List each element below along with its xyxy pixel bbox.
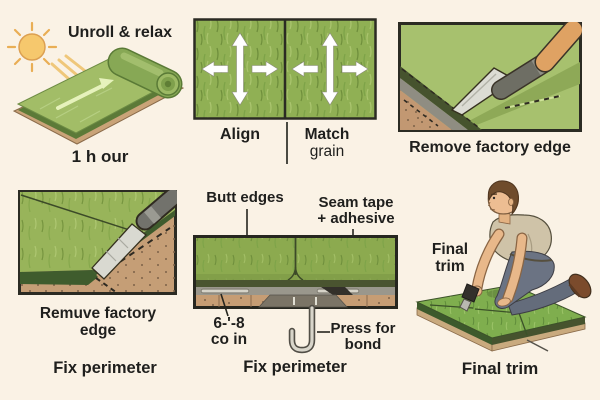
belt <box>509 253 553 262</box>
adhesive-mound <box>258 294 348 308</box>
pressing-hand <box>497 297 511 307</box>
soil-dots <box>405 101 431 128</box>
label-gap-line1: 6-'-8 <box>213 315 245 332</box>
label-seam-tape-line2: + adhesive <box>317 210 395 228</box>
label-final-line1: Final <box>431 241 469 258</box>
snap-blade-knife-icon <box>91 190 177 280</box>
pressing-arm <box>503 233 527 303</box>
remove-edge-bottom-illustration <box>18 190 177 295</box>
label-divider <box>286 122 288 164</box>
label-gap-distance: 6-'-8 co in <box>201 315 257 349</box>
ear <box>508 198 514 206</box>
utility-knife-icon <box>450 22 582 116</box>
step-caption-fix-perimeter-left: Fix perimeter <box>53 359 157 377</box>
cutting-arm <box>472 229 504 293</box>
label-final-line2: trim <box>435 258 465 276</box>
direction-arrows-icon <box>201 32 369 106</box>
installer-person <box>459 180 592 316</box>
step-caption-fix-perimeter-mid: Fix perimeter <box>243 358 347 376</box>
gap-leader-line <box>220 293 229 317</box>
label-press-for-bond: Press for bond <box>326 320 400 354</box>
label-seam-tape-line1: Seam tape <box>318 194 394 211</box>
label-match-line2: grain <box>309 143 345 161</box>
caption-line1: Remuve factory <box>39 305 157 322</box>
label-final-trim-side: Final trim <box>422 241 478 275</box>
step-caption-unroll: 1 h our <box>71 147 129 166</box>
label-seam-tape: Seam tape + adhesive <box>314 194 398 228</box>
hair <box>487 180 519 216</box>
step-title-unroll: Unroll & relax <box>68 24 173 41</box>
trim-knife-icon <box>459 283 480 312</box>
label-match-line1: Match <box>304 126 350 143</box>
step-caption-remove-edge-bottom: Remuve factory edge <box>20 305 176 339</box>
unroll-turf-illustration <box>6 21 185 145</box>
turf-roll-icon <box>12 47 185 145</box>
unroll-arrow-icon <box>56 78 114 110</box>
label-align: Align <box>220 126 260 143</box>
seam-cross-section-illustration <box>193 209 398 354</box>
label-gap-line2: co in <box>210 331 248 349</box>
step-caption-final-trim: Final trim <box>461 359 539 378</box>
u-pin-icon <box>288 304 316 354</box>
label-press-line2: bond <box>344 336 382 354</box>
label-press-line1: Press for <box>330 320 396 337</box>
caption-line2: edge <box>79 321 117 339</box>
turf-leader-line <box>526 339 549 352</box>
installer-illustration <box>415 180 592 352</box>
align-match-illustration <box>193 18 377 120</box>
step-caption-remove-edge-top: Remove factory edge <box>409 139 571 156</box>
remove-edge-top-illustration <box>398 22 582 132</box>
label-butt-edges: Butt edges <box>206 189 284 206</box>
label-match-grain: Match grain <box>294 126 360 160</box>
eye <box>492 196 496 200</box>
